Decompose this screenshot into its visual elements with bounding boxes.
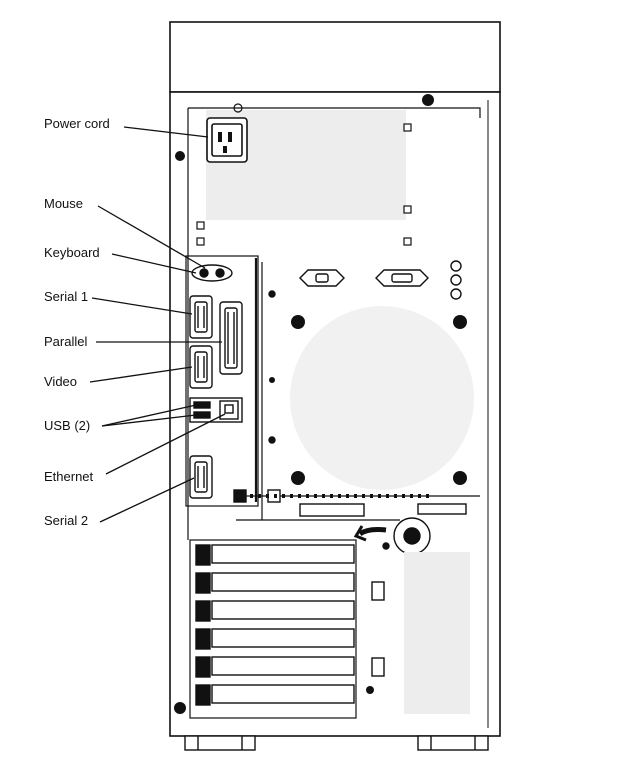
slot-1 (195, 544, 355, 566)
leader-ethernet (105, 413, 226, 475)
serial2-connector (189, 455, 213, 499)
psu-screw (233, 103, 243, 113)
latch-bar (233, 489, 480, 521)
foot-left (184, 735, 256, 751)
label-parallel: Parallel (44, 334, 88, 349)
label-keyboard: Keyboard (44, 245, 100, 260)
leader-serial2 (99, 477, 195, 523)
label-video: Video (44, 374, 78, 389)
leader-power-cord (123, 126, 209, 138)
fan (269, 306, 474, 490)
label-power-cord: Power cord (44, 116, 110, 131)
feet (184, 735, 489, 751)
power-socket (206, 117, 248, 163)
lock (353, 517, 431, 555)
io-panel (185, 255, 276, 520)
slot-4 (195, 628, 355, 650)
slot-3 (195, 600, 355, 622)
leader-lines (89, 126, 226, 523)
inner-frame (187, 107, 481, 540)
frame-fasteners (174, 94, 434, 714)
psu-slots (196, 123, 412, 246)
slot-5 (195, 656, 355, 678)
foot-right (417, 735, 489, 751)
lower-right-panel (366, 552, 470, 714)
leader-serial1 (91, 297, 193, 315)
label-serial2: Serial 2 (44, 513, 89, 528)
leader-usb-a (101, 404, 197, 427)
label-usb: USB (2) (44, 418, 91, 433)
leader-keyboard (111, 253, 197, 274)
expansion-slots (189, 539, 357, 719)
fan-grille (290, 306, 474, 490)
label-mouse: Mouse (44, 196, 84, 211)
label-ethernet: Ethernet (44, 469, 94, 484)
leader-video (89, 366, 193, 383)
video-connector (189, 345, 213, 389)
label-serial1: Serial 1 (44, 289, 89, 304)
power-supply (196, 103, 412, 246)
top-cover (169, 21, 501, 93)
keyboard-mouse-connector (191, 264, 233, 282)
leader-usb-b (101, 414, 197, 427)
slot-2 (195, 572, 355, 594)
usb-ethernet-block (189, 397, 243, 423)
slot-6 (195, 684, 355, 706)
serial1-connector (189, 295, 213, 339)
rail-connectors (299, 260, 462, 300)
leader-mouse (97, 205, 206, 269)
parallel-connector (219, 301, 243, 375)
